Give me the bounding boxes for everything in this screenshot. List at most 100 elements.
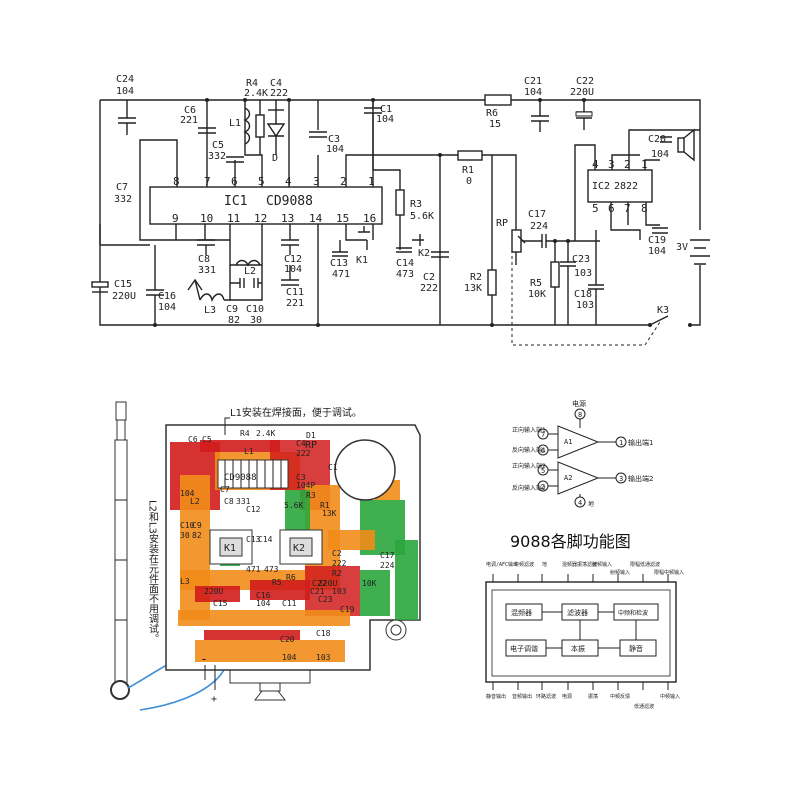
capacitor-c19: C19 104: [648, 227, 668, 257]
resistor-r1: R1 0: [440, 150, 493, 325]
capacitor-c5: C5 332: [208, 140, 244, 163]
svg-text:C9: C9: [192, 521, 202, 530]
svg-text:30: 30: [250, 315, 262, 326]
svg-text:C15: C15: [114, 279, 132, 290]
svg-text:射频输入: 射频输入: [610, 569, 630, 576]
svg-text:C14: C14: [258, 535, 273, 544]
svg-text:332: 332: [114, 194, 132, 205]
svg-text:L1: L1: [244, 447, 254, 456]
svg-text:A2: A2: [564, 474, 572, 482]
svg-text:静音输出: 静音输出: [486, 693, 506, 700]
capacitor-c6: C6 221: [180, 105, 216, 134]
svg-text:14: 14: [309, 212, 323, 225]
svg-text:9: 9: [172, 212, 179, 225]
svg-text:C19: C19: [648, 235, 666, 246]
svg-text:473: 473: [396, 269, 414, 280]
svg-text:+: +: [211, 694, 217, 705]
svg-text:本振: 本振: [571, 644, 585, 653]
svg-text:10: 10: [200, 212, 213, 225]
svg-text:C20: C20: [280, 635, 295, 644]
svg-text:振荡: 振荡: [588, 693, 598, 700]
svg-text:104: 104: [158, 302, 176, 313]
svg-text:地: 地: [588, 500, 594, 508]
resistor-r4: R4 2.4K: [244, 78, 268, 155]
svg-text:C5: C5: [202, 435, 212, 444]
svg-text:K1: K1: [356, 255, 368, 266]
svg-text:L1安装在焊接面，便于调试。: L1安装在焊接面，便于调试。: [230, 406, 362, 419]
capacitor-c18: C18 103: [574, 230, 604, 325]
svg-text:反向输入端1: 反向输入端1: [512, 446, 546, 454]
svg-text:C3: C3: [296, 473, 306, 482]
svg-text:2: 2: [340, 175, 347, 188]
potentiometer-rp: RP: [492, 154, 535, 265]
svg-text:2: 2: [624, 158, 631, 171]
svg-text:RP: RP: [496, 218, 508, 229]
svg-text:中频反馈: 中频反馈: [610, 693, 630, 700]
svg-text:473: 473: [264, 565, 279, 574]
svg-text:R5: R5: [272, 578, 282, 587]
svg-text:R1: R1: [462, 165, 474, 176]
svg-text:1: 1: [619, 439, 623, 447]
capacitor-c3: C3 104: [309, 131, 344, 155]
svg-text:104: 104: [524, 87, 542, 98]
svg-text:滤波器: 滤波器: [567, 608, 588, 617]
svg-text:R3: R3: [410, 199, 422, 210]
svg-text:C18: C18: [316, 629, 331, 638]
switch-k1: K1: [356, 226, 370, 266]
svg-text:103: 103: [332, 587, 347, 596]
svg-text:331: 331: [198, 265, 216, 276]
svg-text:C7: C7: [116, 182, 128, 193]
svg-text:K3: K3: [657, 305, 669, 316]
svg-text:103: 103: [574, 268, 592, 279]
svg-text:环路滤波: 环路滤波: [536, 693, 556, 700]
capacitor-c9: C9 82: [226, 278, 245, 326]
svg-text:C23: C23: [318, 595, 333, 604]
svg-text:7: 7: [541, 431, 545, 439]
svg-text:224: 224: [380, 561, 395, 570]
svg-text:C21: C21: [310, 587, 325, 596]
svg-text:4: 4: [578, 499, 582, 507]
svg-text:2.4K: 2.4K: [244, 88, 268, 99]
svg-text:5.6K: 5.6K: [410, 211, 434, 222]
svg-text:222: 222: [270, 88, 288, 99]
svg-text:L3: L3: [180, 577, 190, 586]
cd9088-pin-function-diagram: 电调/AFC输出 中频滤波 地 混频器振荡滤波 射频输入 射频输入 限幅低通滤波…: [485, 561, 684, 710]
svg-text:L3: L3: [204, 305, 216, 316]
pcb-layout: L2和L3安装在元件面不用调试。 RP CD9088: [110, 401, 421, 711]
svg-text:104: 104: [376, 114, 394, 125]
diode-d: D: [266, 100, 286, 164]
svg-text:10K: 10K: [362, 579, 377, 588]
svg-text:82: 82: [192, 531, 202, 540]
svg-text:10K: 10K: [528, 289, 546, 300]
svg-text:正向输入端1: 正向输入端1: [512, 426, 546, 434]
svg-text:C18: C18: [574, 289, 592, 300]
svg-text:R5: R5: [530, 278, 542, 289]
svg-text:222: 222: [296, 449, 311, 458]
svg-text:C24: C24: [116, 74, 134, 85]
svg-text:输出端2: 输出端2: [628, 474, 653, 483]
svg-text:音频输出: 音频输出: [512, 693, 532, 700]
capacitor-c7: C7 332: [114, 182, 132, 205]
resistor-r6: R6 15: [484, 94, 512, 130]
svg-text:5: 5: [541, 467, 545, 475]
svg-text:电子调谐: 电子调谐: [510, 644, 538, 653]
svg-text:C8: C8: [198, 254, 210, 265]
svg-text:13K: 13K: [322, 509, 337, 518]
svg-text:输出端1: 输出端1: [628, 438, 653, 447]
ic1-cd9088: IC1 CD9088 8 7 6 5 4 3 2 1 9 10 11 12 13…: [149, 175, 383, 225]
svg-text:混频器振荡滤波: 混频器振荡滤波: [562, 561, 597, 568]
svg-text:104: 104: [282, 653, 297, 662]
inductor-l3: L3: [187, 278, 230, 316]
svg-text:224: 224: [530, 221, 548, 232]
switch-k2: K2: [412, 234, 430, 259]
svg-text:IC2: IC2: [592, 181, 610, 192]
resistor-r3: R3 5.6K: [395, 189, 434, 222]
capacitor-c10: C10 30: [246, 278, 264, 326]
svg-text:RP: RP: [305, 440, 317, 451]
svg-text:C6: C6: [188, 435, 198, 444]
svg-text:C17: C17: [380, 551, 395, 560]
svg-text:C2: C2: [332, 549, 342, 558]
svg-text:8: 8: [578, 411, 582, 419]
k1-button: K1: [209, 529, 253, 565]
